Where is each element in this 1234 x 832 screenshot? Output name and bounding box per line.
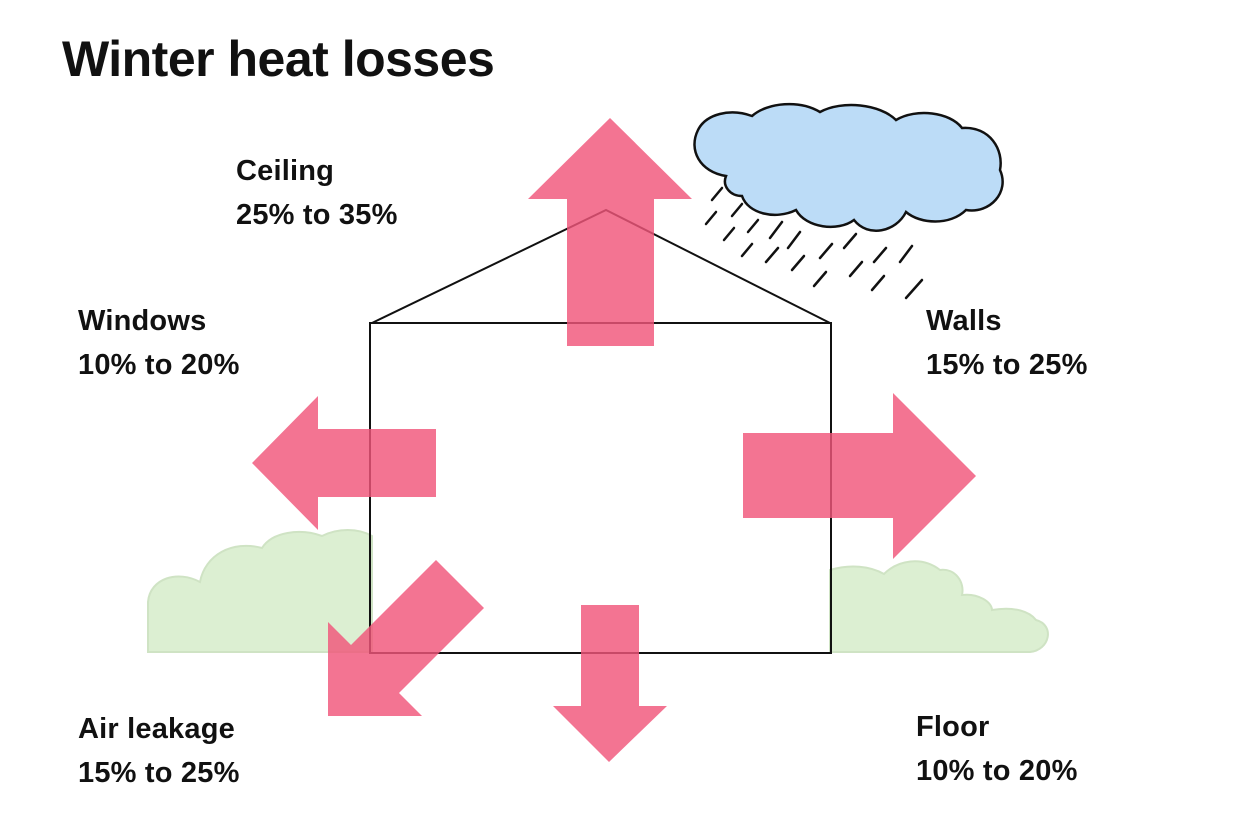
floor-range: 10% to 20% — [916, 754, 1078, 787]
windows-arrow-icon — [252, 396, 436, 530]
page-title: Winter heat losses — [62, 31, 495, 87]
left-bush-icon — [147, 529, 373, 653]
windows-name: Windows — [78, 305, 207, 337]
walls-range: 15% to 25% — [926, 348, 1088, 381]
cloud-icon — [693, 102, 1004, 232]
walls-arrow-icon — [743, 393, 976, 559]
ceiling-label: Ceiling 25% to 35% — [236, 150, 398, 237]
walls-label: Walls 15% to 25% — [926, 300, 1088, 387]
right-bush-icon — [829, 560, 1049, 653]
ceiling-arrow-icon — [528, 118, 692, 346]
floor-label: Floor 10% to 20% — [916, 706, 1078, 793]
windows-label: Windows 10% to 20% — [78, 300, 240, 387]
walls-name: Walls — [926, 305, 1002, 337]
air-leakage-label: Air leakage 15% to 25% — [78, 708, 240, 795]
ceiling-name: Ceiling — [236, 155, 335, 187]
windows-range: 10% to 20% — [78, 348, 240, 381]
floor-name: Floor — [916, 711, 990, 743]
air-leakage-name: Air leakage — [78, 713, 235, 745]
rain-icon — [704, 186, 924, 300]
air-leakage-arrow-icon — [328, 560, 484, 716]
ceiling-range: 25% to 35% — [236, 198, 398, 231]
floor-arrow-icon — [553, 605, 667, 762]
air-leakage-range: 15% to 25% — [78, 756, 240, 789]
